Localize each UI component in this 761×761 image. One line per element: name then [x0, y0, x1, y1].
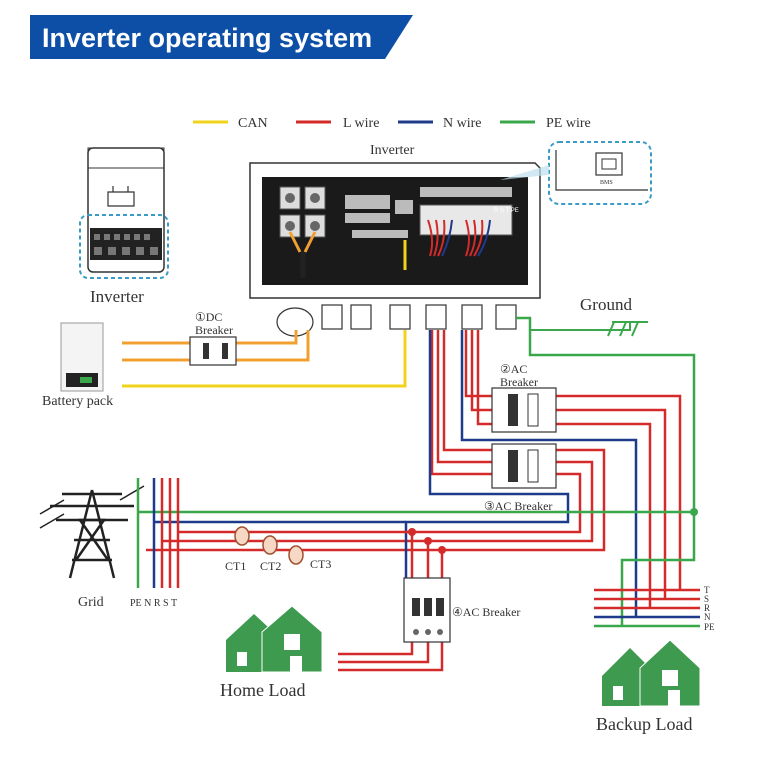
current-transformers: CT1 CT2 CT3	[225, 526, 331, 573]
legend-label-n-wire: N wire	[443, 116, 482, 131]
ac-breaker-2: ②AC Breaker	[491, 362, 557, 433]
ct3-icon	[288, 545, 304, 565]
bus-label-t: T	[704, 585, 710, 595]
comms-board	[345, 187, 512, 238]
cable-glands	[276, 304, 517, 337]
grid-label: Grid	[78, 595, 104, 610]
pe-junction	[690, 508, 698, 516]
ac-breaker-2-number: ②AC	[500, 362, 527, 376]
backup-load: Backup Load	[596, 639, 701, 734]
ct1-label: CT1	[225, 559, 246, 573]
battery-label: Battery pack	[42, 394, 113, 409]
page-title: Inverter operating system	[42, 23, 372, 53]
legend-label-pe-wire: PE wire	[546, 116, 591, 131]
side-inverter-illustration: Inverter	[79, 147, 169, 306]
bus-label-s: S	[704, 594, 709, 604]
ac-breaker-4-label: ④AC Breaker	[452, 605, 520, 619]
ct3-label: CT3	[310, 557, 331, 571]
ac-breaker-3-body	[491, 443, 557, 489]
legend-label-can: CAN	[238, 116, 268, 131]
ac-breaker-4: ④AC Breaker	[403, 577, 520, 643]
dc-breaker-label: Breaker	[195, 323, 233, 337]
bus-label-pe: PE	[704, 622, 715, 632]
title-banner: Inverter operating system	[30, 15, 413, 59]
ground-symbol: Ground	[530, 295, 648, 337]
dc-breaker-number: ①DC	[195, 310, 222, 324]
dc-breaker: ①DC Breaker	[189, 310, 237, 366]
dc-breaker-body	[189, 336, 237, 366]
ct1-icon	[234, 526, 250, 546]
dc-wiring	[122, 330, 407, 388]
legend-label-l-wire: L wire	[343, 116, 379, 131]
bus-label-r: R	[704, 603, 710, 613]
grid-lines	[136, 478, 180, 588]
battery-pack: Battery pack	[42, 322, 113, 409]
ct2-icon	[262, 535, 278, 555]
home-load-label: Home Load	[220, 680, 305, 700]
bus-label-n: N	[704, 612, 711, 622]
ac-breaker-3-label: ③AC Breaker	[484, 499, 552, 513]
side-inverter-callout	[79, 214, 169, 279]
backup-bus	[594, 588, 700, 628]
bms-port-icon	[595, 152, 623, 176]
inverter-terminal-marking: R S T PE	[494, 208, 519, 214]
main-inverter-label: Inverter	[370, 143, 415, 158]
home-load: Home Load	[220, 605, 323, 700]
side-inverter-logo-icon	[107, 186, 135, 207]
ac-breaker-2-body	[491, 387, 557, 433]
ac-breaker-2-label: Breaker	[500, 375, 538, 389]
grid-tower: Grid	[39, 485, 145, 610]
tower-icon	[68, 489, 116, 579]
home-load-wiring	[338, 532, 444, 672]
backup-load-label: Backup Load	[596, 714, 692, 734]
side-inverter-terminal-panel	[90, 228, 162, 260]
main-inverter: Inverter R S T PE	[249, 141, 652, 337]
ground-icon	[530, 321, 648, 337]
ct2-label: CT2	[260, 559, 281, 573]
ac-wiring	[138, 316, 696, 626]
battery-indicator-icon	[80, 377, 92, 383]
legend: CAN L wire N wire PE wire	[193, 116, 591, 131]
title-banner-bg	[30, 15, 413, 59]
ground-label: Ground	[580, 295, 632, 314]
side-inverter-label: Inverter	[90, 287, 144, 306]
backup-bus-labels: T S R N PE	[704, 585, 715, 632]
bms-label: BMS	[600, 180, 613, 186]
grid-phase-labels: PE N R S T	[130, 598, 177, 609]
ac-breaker-3: ③AC Breaker	[484, 443, 557, 513]
